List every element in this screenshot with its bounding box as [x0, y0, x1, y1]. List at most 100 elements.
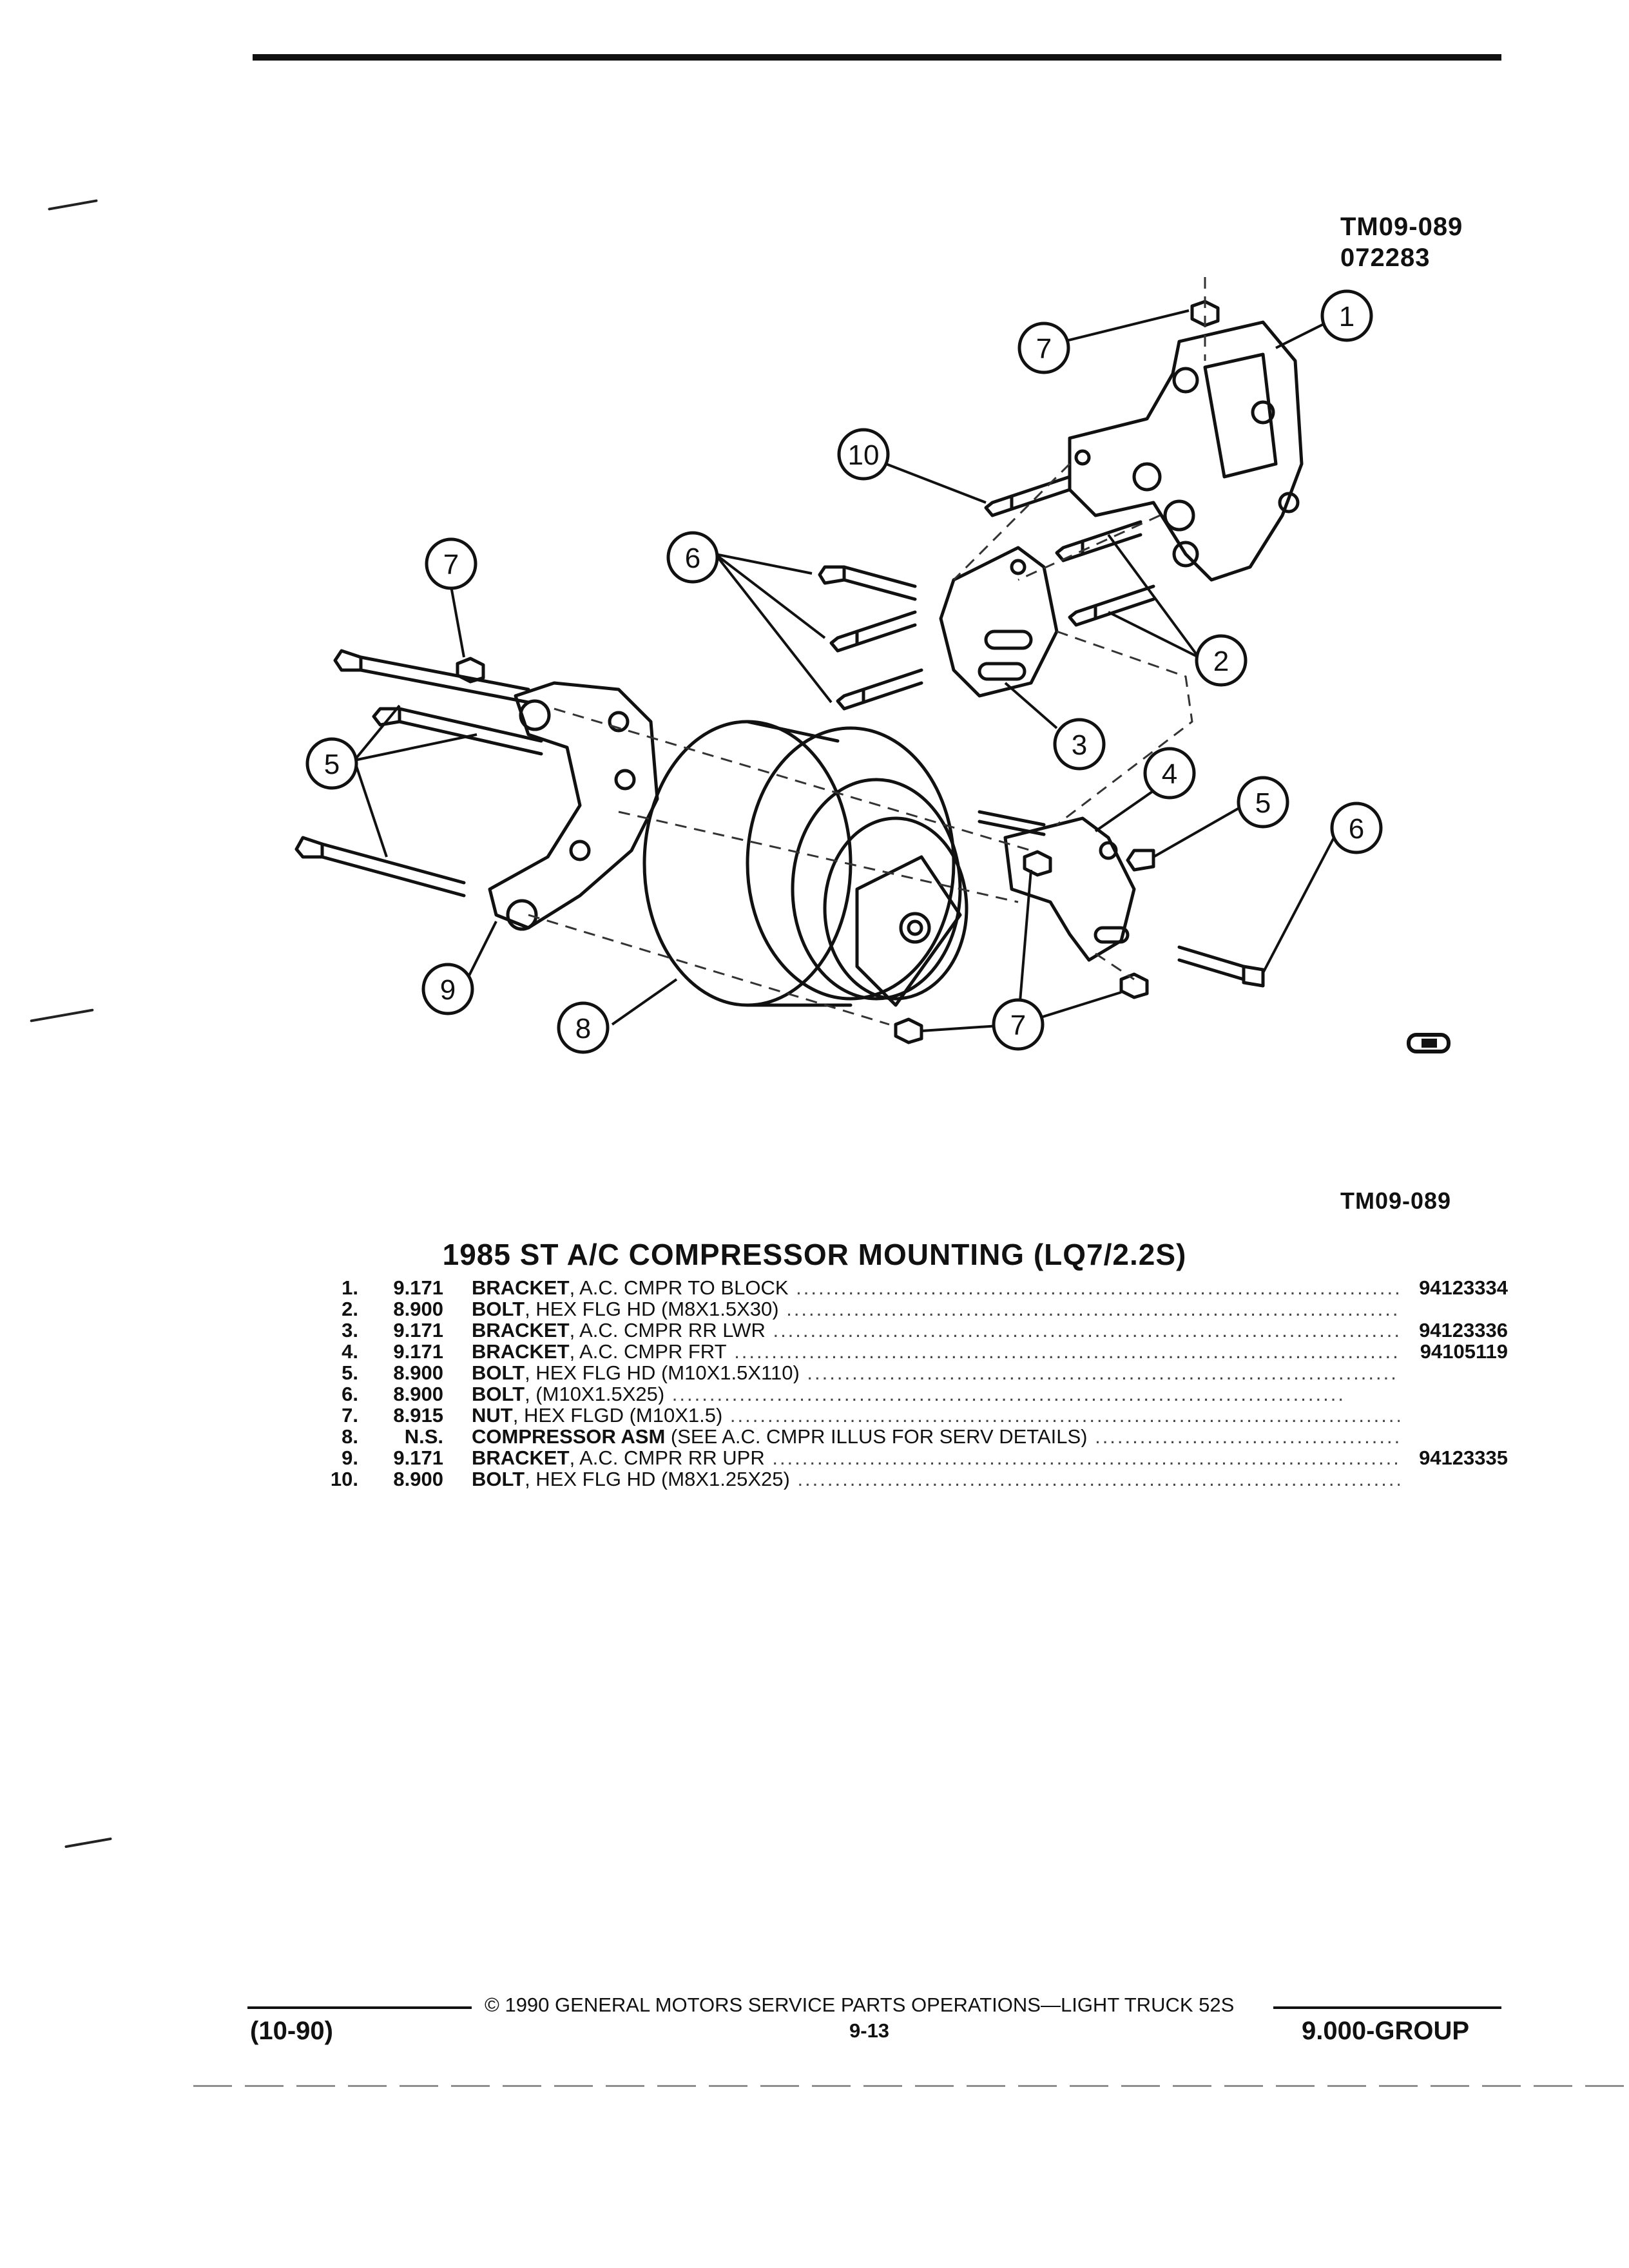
item-description: BRACKET, A.C. CMPR FRT .................…: [472, 1341, 1400, 1362]
bracket-rear-lower: [939, 546, 1059, 698]
item-name: NUT: [472, 1405, 513, 1426]
item-name: BOLT: [472, 1298, 525, 1320]
leader-dots: ........................................…: [796, 1277, 1400, 1298]
bolt-group: [294, 475, 1265, 988]
item-number: 1.: [342, 1276, 358, 1299]
item-description: BRACKET, A.C. CMPR RR UPR ..............…: [472, 1447, 1400, 1468]
group-code: N.S.: [404, 1425, 443, 1448]
bracket-to-block: [1068, 320, 1304, 582]
callout-6: 6: [1349, 813, 1364, 845]
leader-dots: ........................................…: [764, 1447, 1400, 1468]
gm-parts-logo-icon: [1407, 1033, 1451, 1053]
group-code: 8.900: [393, 1383, 443, 1405]
item-description: BOLT, HEX FLG HD (M10X1.5X110) .........…: [472, 1362, 1400, 1383]
item-name: BOLT: [472, 1468, 525, 1490]
group-code: 8.900: [393, 1298, 443, 1320]
callout-9: 9: [440, 974, 456, 1006]
item-detail: , HEX FLGD (M10X1.5): [512, 1405, 723, 1426]
parts-row: 7. 8.915 NUT, HEX FLGD (M10X1.5) .........…: [303, 1405, 1508, 1426]
callout-4: 4: [1162, 758, 1177, 790]
item-description: BOLT, (M10X1.5X25) .....................…: [472, 1383, 1400, 1405]
item-description: COMPRESSOR ASM (SEE A.C. CMPR ILLUS FOR …: [472, 1426, 1400, 1447]
top-rule: [253, 54, 1501, 61]
item-name: BOLT: [472, 1383, 525, 1405]
callout-7: 7: [443, 549, 459, 581]
leader-dots: ........................................…: [664, 1383, 1345, 1405]
leader-dots: ........................................…: [1095, 1426, 1400, 1447]
item-detail: , A.C. CMPR TO BLOCK: [569, 1277, 789, 1298]
parts-row: 1. 9.171 BRACKET, A.C. CMPR TO BLOCK .....…: [303, 1277, 1508, 1298]
item-number: 9.: [342, 1446, 358, 1469]
parts-row: 4. 9.171 BRACKET, A.C. CMPR FRT ..........…: [303, 1341, 1508, 1362]
callout-10: 10: [848, 439, 880, 471]
item-description: BRACKET, A.C. CMPR RR LWR ..............…: [472, 1320, 1400, 1341]
page-title: 1985 ST A/C COMPRESSOR MOUNTING (LQ7/2.2…: [442, 1238, 1187, 1271]
item-number: 7.: [342, 1404, 358, 1427]
item-detail: , HEX FLG HD (M8X1.25X25): [525, 1468, 790, 1490]
group-code: 8.900: [393, 1468, 443, 1490]
item-name: BRACKET: [472, 1320, 570, 1341]
callout-8: 8: [575, 1013, 591, 1044]
item-number: 10.: [330, 1468, 358, 1490]
bracket-front: [1003, 816, 1136, 962]
footer-rule: [247, 2006, 472, 2009]
item-name: BRACKET: [472, 1341, 570, 1362]
item-detail: , HEX FLG HD (M8X1.5X30): [525, 1298, 779, 1320]
revision-date: (10-90): [250, 2017, 333, 2045]
callout-7: 7: [1036, 333, 1052, 365]
parts-row: 8. N.S. COMPRESSOR ASM (SEE A.C. CMPR ILLU…: [303, 1426, 1508, 1447]
item-name: BOLT: [472, 1362, 525, 1383]
group-code: 8.900: [393, 1361, 443, 1384]
leader-dots: ........................................…: [765, 1320, 1400, 1341]
group-code: 9.171: [393, 1276, 443, 1299]
page-number: 9-13: [849, 2019, 890, 2042]
leader-dots: ........................................…: [797, 1468, 1400, 1490]
part-number: 94123336: [1419, 1319, 1508, 1341]
item-detail: , A.C. CMPR RR LWR: [569, 1320, 766, 1341]
group-code: 9.171: [393, 1340, 443, 1363]
item-description: BOLT, HEX FLG HD (M8X1.5X30) ...........…: [472, 1298, 1400, 1320]
leader-dots: ........................................…: [807, 1362, 1400, 1383]
figure-ref-bottom: TM09-089: [1340, 1187, 1452, 1214]
item-number: 4.: [342, 1340, 358, 1363]
compressor-body: [642, 720, 969, 1007]
parts-row: 9. 9.171 BRACKET, A.C. CMPR RR UPR .......…: [303, 1447, 1508, 1468]
leader-dots: ........................................…: [778, 1298, 1400, 1320]
callout-3: 3: [1072, 729, 1087, 761]
item-description: BOLT, HEX FLG HD (M8X1.25X25) ..........…: [472, 1468, 1400, 1490]
callout-6: 6: [685, 543, 700, 574]
item-number: 5.: [342, 1361, 358, 1384]
item-number: 8.: [342, 1425, 358, 1448]
item-detail: , A.C. CMPR FRT: [569, 1341, 727, 1362]
group-code: 8.915: [393, 1404, 443, 1427]
item-description: BRACKET, A.C. CMPR TO BLOCK ............…: [472, 1277, 1400, 1298]
item-number: 3.: [342, 1319, 358, 1341]
group-label: 9.000-GROUP: [1302, 2017, 1470, 2045]
callout-7: 7: [1010, 1010, 1026, 1041]
part-number: 94123335: [1419, 1446, 1508, 1469]
exploded-view-diagram: 1 2 3 4 5 5 6 6 7 7 7 8 9 10: [294, 277, 1451, 1054]
item-name: COMPRESSOR ASM: [472, 1426, 666, 1447]
callout-2: 2: [1213, 646, 1229, 677]
group-code: 9.171: [393, 1446, 443, 1469]
item-detail: , HEX FLG HD (M10X1.5X110): [525, 1362, 800, 1383]
callout-5: 5: [1255, 787, 1271, 819]
item-number: 6.: [342, 1383, 358, 1405]
part-number: 94123334: [1419, 1276, 1508, 1299]
item-detail: , (M10X1.5X25): [525, 1383, 665, 1405]
item-name: BRACKET: [472, 1447, 570, 1468]
item-name: BRACKET: [472, 1277, 570, 1298]
part-number: 94105119: [1420, 1340, 1508, 1363]
item-detail: , A.C. CMPR RR UPR: [569, 1447, 765, 1468]
parts-row: 5. 8.900 BOLT, HEX FLG HD (M10X1.5X110) ..…: [303, 1362, 1508, 1383]
parts-row: 2. 8.900 BOLT, HEX FLG HD (M8X1.5X30) ....…: [303, 1298, 1508, 1320]
figure-ref-top: TM09-089: [1340, 213, 1463, 241]
item-number: 2.: [342, 1298, 358, 1320]
parts-row: 6. 8.900 BOLT, (M10X1.5X25) ..............…: [303, 1383, 1508, 1405]
item-description: NUT, HEX FLGD (M10X1.5) ................…: [472, 1405, 1400, 1426]
bracket-rear-upper: [488, 681, 659, 931]
margin-mark: [64, 1837, 112, 1849]
footer-rule: [1273, 2006, 1501, 2009]
leader-dots: ........................................…: [726, 1341, 1400, 1362]
